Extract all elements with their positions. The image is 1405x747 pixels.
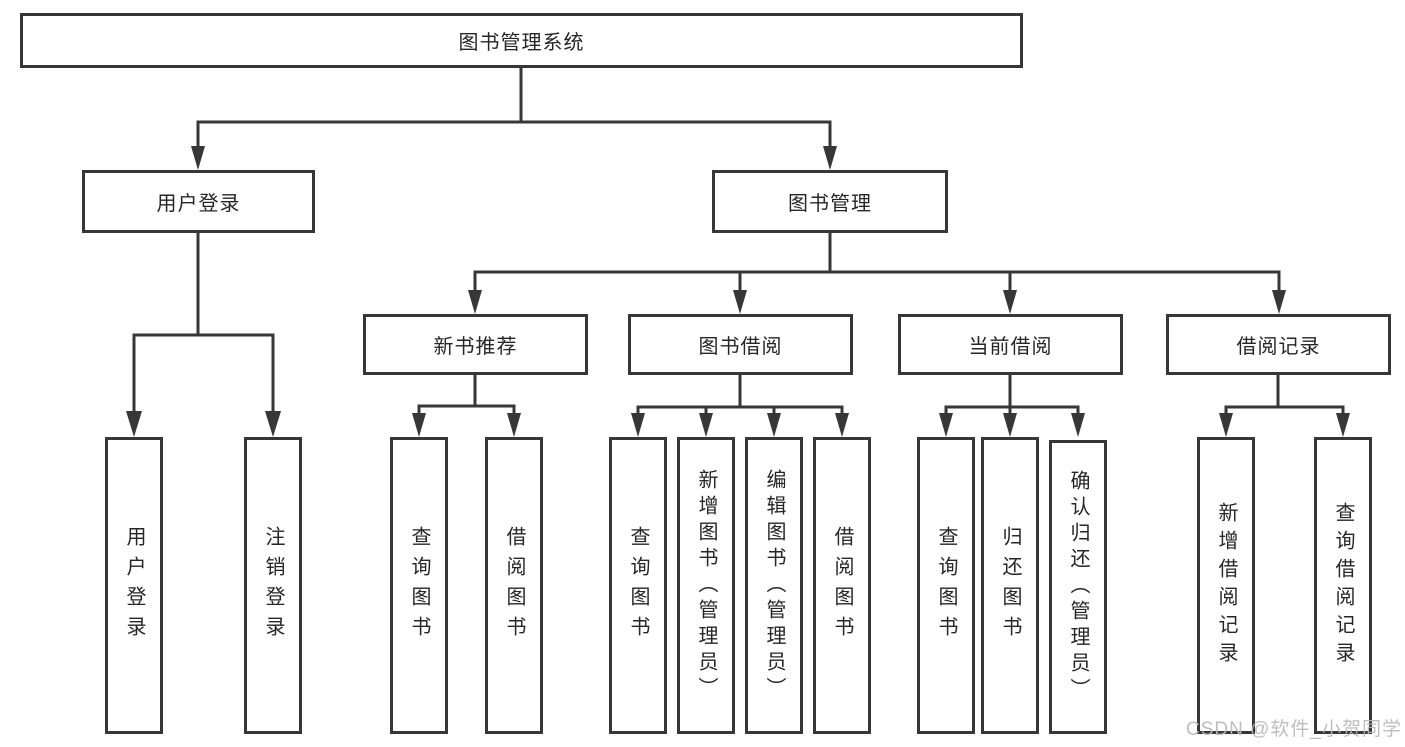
node-borrow-records-label: 借阅记录: [1236, 336, 1321, 358]
leaf-return-book-label: 归还图书: [999, 525, 1021, 646]
leaf-query-books-recommend: 查询图书: [390, 437, 448, 734]
leaf-query-books-current: 查询图书: [917, 437, 975, 734]
leaf-logout: 注销登录: [244, 437, 302, 734]
leaf-confirm-return-admin-label: 确认归还（管理员）: [1067, 470, 1089, 704]
leaf-borrow-books-recommend-label: 借阅图书: [503, 525, 525, 646]
node-root-library-system: 图书管理系统: [20, 13, 1023, 68]
leaf-return-book: 归还图书: [981, 437, 1039, 734]
node-new-book-recommend-label: 新书推荐: [433, 336, 518, 358]
arrowheads-records-leaves: [1219, 413, 1350, 437]
node-book-borrow: 图书借阅: [628, 314, 853, 375]
leaf-query-books-recommend-label: 查询图书: [408, 525, 430, 646]
edge-borrow-to-leaves: [636, 375, 844, 415]
leaf-borrow-books: 借阅图书: [813, 437, 871, 734]
leaf-user-login-label: 用户登录: [123, 525, 145, 646]
arrowheads-borrow-leaves: [631, 413, 849, 437]
leaf-edit-book-admin: 编辑图书（管理员）: [745, 437, 803, 734]
leaf-logout-label: 注销登录: [262, 525, 284, 646]
node-current-borrow-label: 当前借阅: [968, 336, 1053, 358]
edge-user-login-to-leaves: [132, 233, 275, 415]
leaf-query-books-borrow-label: 查询图书: [627, 525, 649, 646]
edge-root-to-level2: [196, 68, 832, 150]
watermark: CSDN @软件_小贺同学: [1186, 719, 1402, 740]
leaf-query-borrow-record-label: 查询借阅记录: [1332, 501, 1354, 670]
leaf-confirm-return-admin: 确认归还（管理员）: [1049, 440, 1107, 734]
leaf-add-book-admin-label: 新增图书（管理员）: [695, 468, 717, 703]
edge-book-mgmt-to-level3: [473, 233, 1281, 293]
node-current-borrow: 当前借阅: [898, 314, 1123, 375]
leaf-borrow-books-label: 借阅图书: [831, 525, 853, 646]
arrowheads-user-leaves: [126, 411, 281, 437]
leaf-add-borrow-record-label: 新增借阅记录: [1215, 501, 1237, 670]
node-book-management: 图书管理: [712, 170, 948, 233]
edge-recommend-to-leaves: [417, 375, 516, 415]
node-root-label: 图书管理系统: [458, 32, 585, 54]
leaf-user-login: 用户登录: [105, 437, 163, 734]
node-user-login: 用户登录: [82, 170, 315, 233]
node-book-borrow-label: 图书借阅: [698, 336, 783, 358]
edge-records-to-leaves: [1224, 375, 1345, 415]
node-borrow-records: 借阅记录: [1166, 314, 1391, 375]
arrowheads-recommend-leaves: [412, 413, 521, 437]
node-new-book-recommend: 新书推荐: [363, 314, 588, 375]
arrowheads-current-leaves: [939, 413, 1085, 437]
arrowheads-level3: [468, 290, 1286, 314]
node-book-management-label: 图书管理: [788, 193, 872, 215]
leaf-borrow-books-recommend: 借阅图书: [485, 437, 543, 734]
arrowheads-level2: [191, 146, 837, 170]
leaf-add-book-admin: 新增图书（管理员）: [677, 437, 735, 734]
leaf-add-borrow-record: 新增借阅记录: [1197, 437, 1255, 734]
leaf-edit-book-admin-label: 编辑图书（管理员）: [763, 468, 785, 703]
leaf-query-books-borrow: 查询图书: [609, 437, 667, 734]
leaf-query-books-current-label: 查询图书: [935, 525, 957, 646]
node-user-login-label: 用户登录: [156, 193, 241, 215]
leaf-query-borrow-record: 查询借阅记录: [1314, 437, 1372, 734]
edge-current-to-leaves: [944, 375, 1080, 415]
